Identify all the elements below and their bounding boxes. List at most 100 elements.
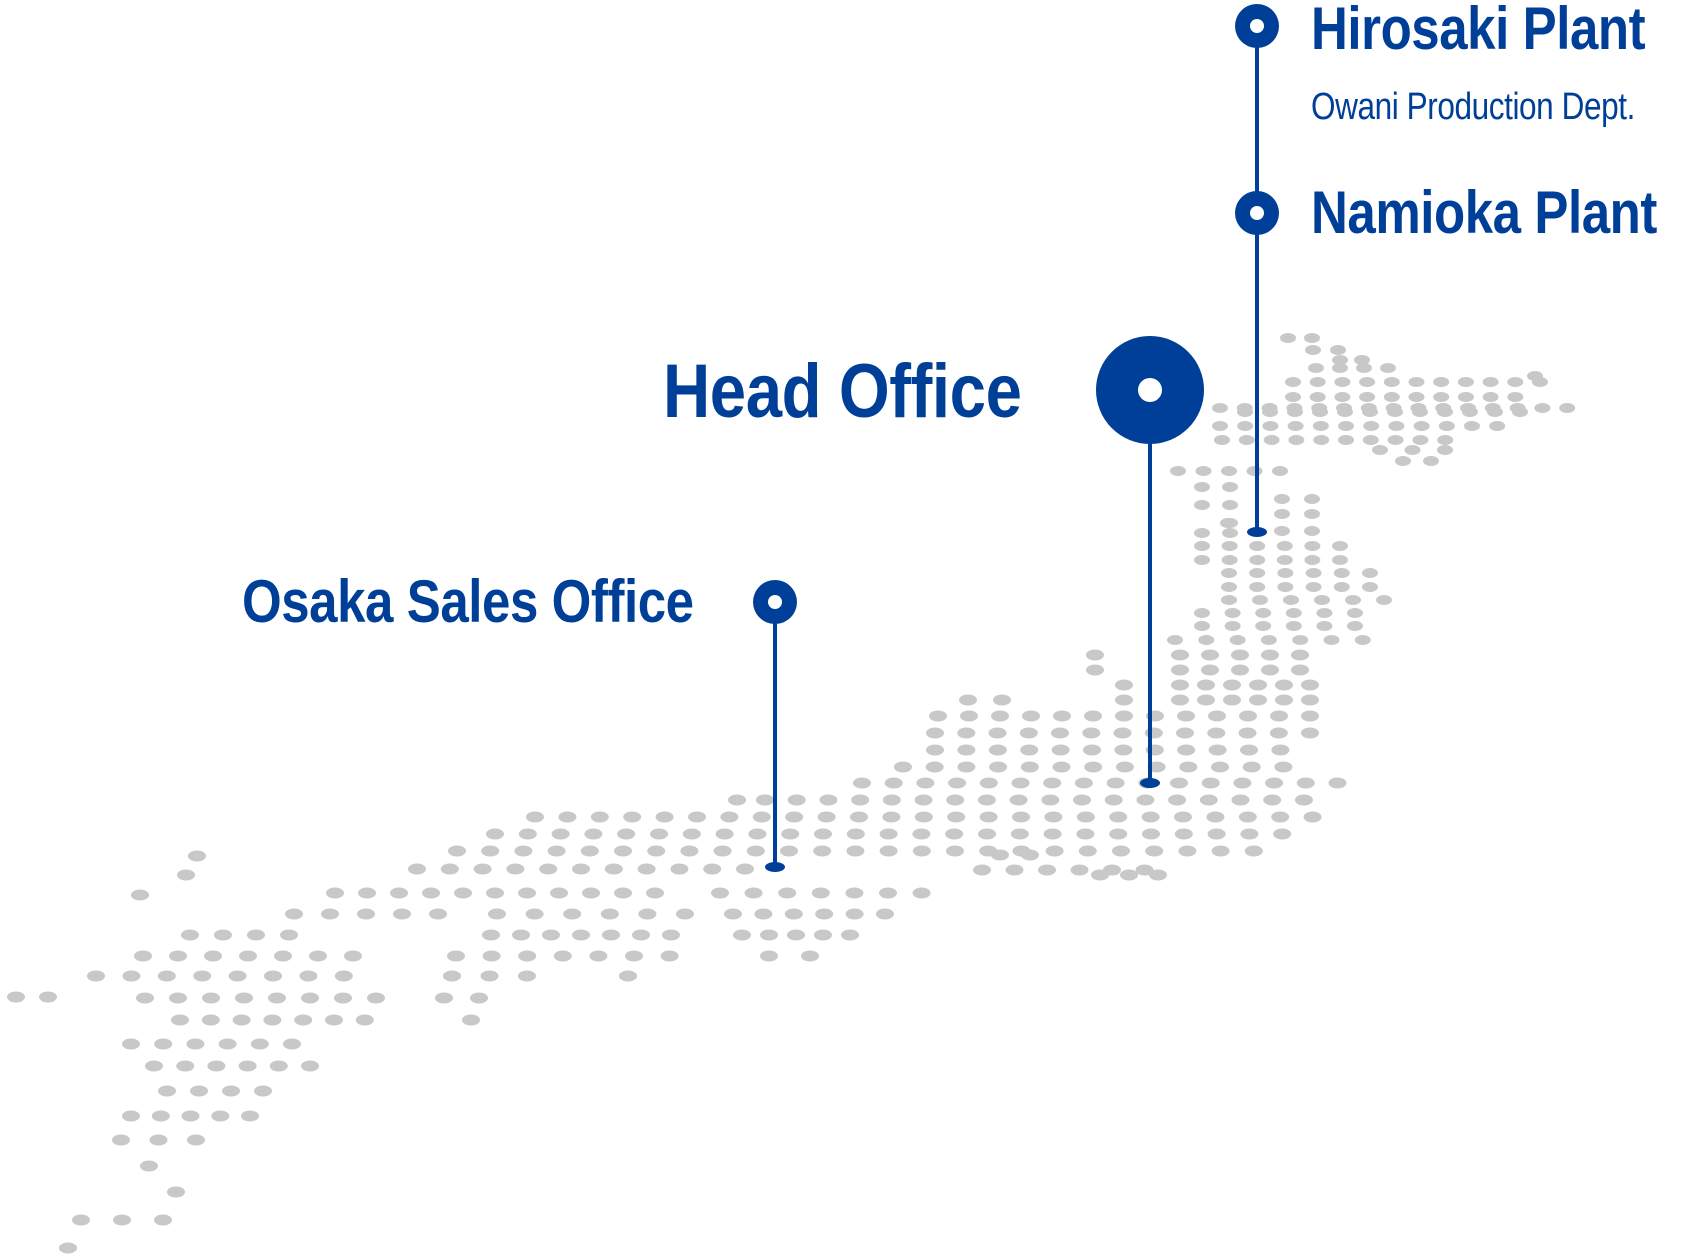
- map-dot: [1314, 595, 1330, 605]
- map-dot: [947, 811, 966, 823]
- map-dot: [945, 828, 964, 840]
- map-dot: [1330, 345, 1346, 355]
- map-dot: [1020, 744, 1039, 756]
- map-dot: [614, 887, 632, 899]
- map-dot: [1051, 727, 1069, 739]
- map-dot: [1345, 595, 1361, 605]
- map-dot: [884, 777, 903, 789]
- map-dot: [473, 863, 492, 875]
- map-dot: [1238, 811, 1257, 823]
- map-dot: [760, 950, 778, 962]
- namioka-plant-label[interactable]: Namioka Plant: [1311, 179, 1657, 246]
- map-dot: [946, 845, 964, 857]
- map-dot: [1238, 727, 1257, 739]
- map-dot: [1304, 541, 1321, 551]
- map-dot: [1380, 363, 1396, 373]
- map-dot: [1287, 407, 1303, 417]
- map-dot: [1482, 377, 1499, 387]
- map-dot: [882, 794, 901, 806]
- map-dot: [250, 1038, 269, 1050]
- map-dot: [1249, 555, 1266, 565]
- map-dot: [959, 694, 977, 706]
- map-dot: [1115, 679, 1133, 691]
- map-dot: [1376, 595, 1392, 605]
- map-dot: [1073, 794, 1091, 806]
- hirosaki-namioka-pin[interactable]: [1247, 26, 1267, 537]
- map-dot: [488, 908, 506, 920]
- osaka-sales-office-marker-icon[interactable]: [753, 580, 797, 624]
- map-dot: [819, 794, 838, 806]
- map-dot: [882, 811, 901, 823]
- map-dot: [736, 863, 754, 875]
- map-dot: [181, 1110, 200, 1122]
- map-dot: [1285, 377, 1301, 387]
- osaka-sales-office-label[interactable]: Osaka Sales Office: [242, 568, 694, 635]
- map-dot: [846, 828, 865, 840]
- map-dot: [151, 1110, 170, 1122]
- map-dot: [1206, 811, 1225, 823]
- map-dot: [550, 887, 568, 899]
- map-dot: [1271, 811, 1290, 823]
- map-dot: [1457, 377, 1474, 387]
- map-dot: [429, 908, 447, 920]
- map-dot: [1304, 509, 1320, 519]
- owani-production-dept-label[interactable]: Owani Production Dept.: [1311, 86, 1635, 128]
- hirosaki-plant-marker-icon[interactable]: [1235, 4, 1279, 48]
- map-dot: [1312, 421, 1329, 431]
- map-dot: [1265, 777, 1284, 789]
- map-dot: [518, 828, 537, 840]
- map-dot: [813, 845, 832, 857]
- map-dot: [715, 828, 734, 840]
- map-dot: [850, 811, 868, 823]
- map-dot: [1011, 777, 1030, 789]
- map-dot: [589, 950, 608, 962]
- map-dot: [235, 992, 253, 1004]
- map-dot: [547, 845, 566, 857]
- map-dot: [1288, 435, 1305, 445]
- map-dot: [1229, 635, 1246, 645]
- map-dot: [1197, 694, 1215, 706]
- map-dot: [1305, 345, 1321, 355]
- map-dot: [1287, 421, 1304, 431]
- map-dot: [1244, 845, 1263, 857]
- map-dot: [171, 1014, 189, 1026]
- map-dot: [1222, 482, 1238, 492]
- map-dot: [912, 887, 931, 899]
- map-dot: [979, 811, 998, 823]
- map-dot: [632, 929, 650, 941]
- map-dot: [1201, 664, 1219, 676]
- map-dot: [760, 929, 778, 941]
- map-dot: [268, 992, 286, 1004]
- map-dot: [1171, 694, 1189, 706]
- map-dot: [408, 863, 426, 875]
- hirosaki-plant-label[interactable]: Hirosaki Plant: [1311, 0, 1646, 62]
- namioka-plant-marker-icon[interactable]: [1235, 191, 1279, 235]
- head-office-label[interactable]: Head Office: [663, 349, 1022, 434]
- map-dot: [254, 1085, 272, 1097]
- map-dot: [59, 1242, 77, 1254]
- map-dot: [1457, 392, 1474, 402]
- map-dot: [619, 970, 637, 982]
- map-dot: [682, 828, 701, 840]
- osaka-sales-office-pin[interactable]: [765, 602, 785, 872]
- map-dot: [988, 744, 1007, 756]
- map-dot: [334, 970, 353, 982]
- map-dot: [600, 908, 619, 920]
- map-dot: [1197, 679, 1215, 691]
- map-dot: [1053, 710, 1071, 722]
- map-dot: [1194, 608, 1210, 618]
- map-dot: [655, 811, 674, 823]
- head-office-marker-icon[interactable]: [1096, 336, 1204, 444]
- map-dot: [752, 811, 771, 823]
- map-dot: [435, 992, 453, 1004]
- map-dot: [1305, 582, 1322, 592]
- map-dot: [1176, 727, 1194, 739]
- head-office-pin[interactable]: [1140, 390, 1160, 788]
- map-dot: [1408, 392, 1425, 402]
- map-dot: [1512, 407, 1528, 417]
- map-dot: [1255, 621, 1272, 631]
- map-dot: [1489, 421, 1506, 431]
- map-dot: [1021, 849, 1039, 861]
- map-dot: [1223, 694, 1241, 706]
- map-dot: [7, 991, 25, 1003]
